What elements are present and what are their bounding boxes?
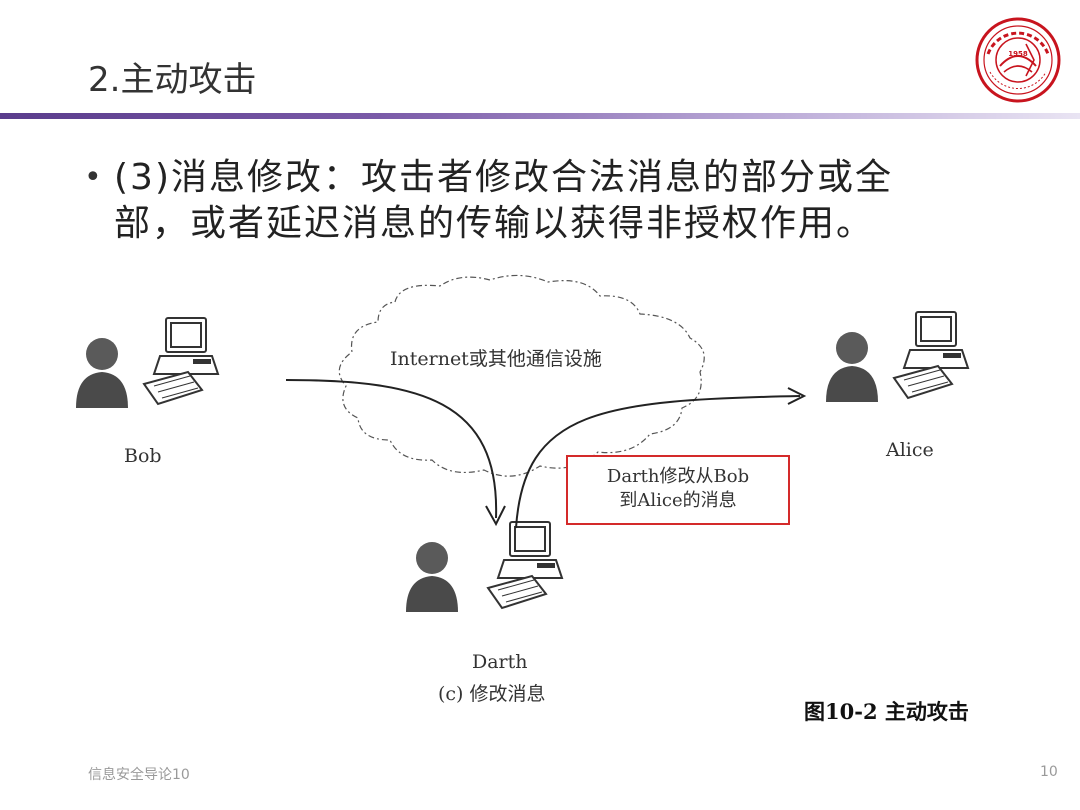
callout-line-1: Darth修改从Bob	[606, 466, 750, 487]
callout-line-2: 到Alice的消息	[619, 490, 737, 511]
arrow-bob-to-darth	[285, 379, 498, 519]
bullet-text-line-2: 部，或者延迟消息的传输以获得非授权作用。	[114, 203, 875, 244]
bob-label: Bob	[124, 445, 162, 467]
darth-label: Darth	[472, 651, 528, 673]
arrow-darth-to-alice-head	[787, 387, 807, 405]
message-modification-diagram: Internet或其他通信设施 Bob Alice Darth (c) 修改消息	[76, 274, 969, 705]
internet-cloud: Internet或其他通信设施	[338, 274, 705, 477]
alice-label: Alice	[885, 439, 934, 461]
bullet-text-line-1: (3)消息修改：攻击者修改合法消息的部分或全	[114, 157, 893, 198]
darth-node: Darth (c) 修改消息	[406, 521, 563, 705]
diagram-sub-caption: (c) 修改消息	[438, 683, 546, 705]
darth-modification-callout: Darth修改从Bob 到Alice的消息	[566, 455, 790, 525]
alice-node: Alice	[826, 311, 969, 461]
cloud-label: Internet或其他通信设施	[390, 348, 602, 370]
page-number: 10	[1040, 764, 1058, 780]
logo-year: 1958	[1008, 50, 1028, 58]
footer-course-label: 信息安全导论10	[88, 767, 190, 783]
title-divider	[0, 113, 1080, 119]
figure-caption: 图10-2 主动攻击	[804, 699, 969, 724]
university-seal-logo: 1958	[975, 17, 1061, 103]
arrow-darth-to-alice	[515, 395, 801, 529]
bullet-marker: •	[84, 160, 102, 195]
slide-title: 2.主动攻击	[88, 60, 257, 100]
bob-node: Bob	[76, 317, 219, 467]
arrow-bob-to-darth-head	[485, 505, 506, 527]
